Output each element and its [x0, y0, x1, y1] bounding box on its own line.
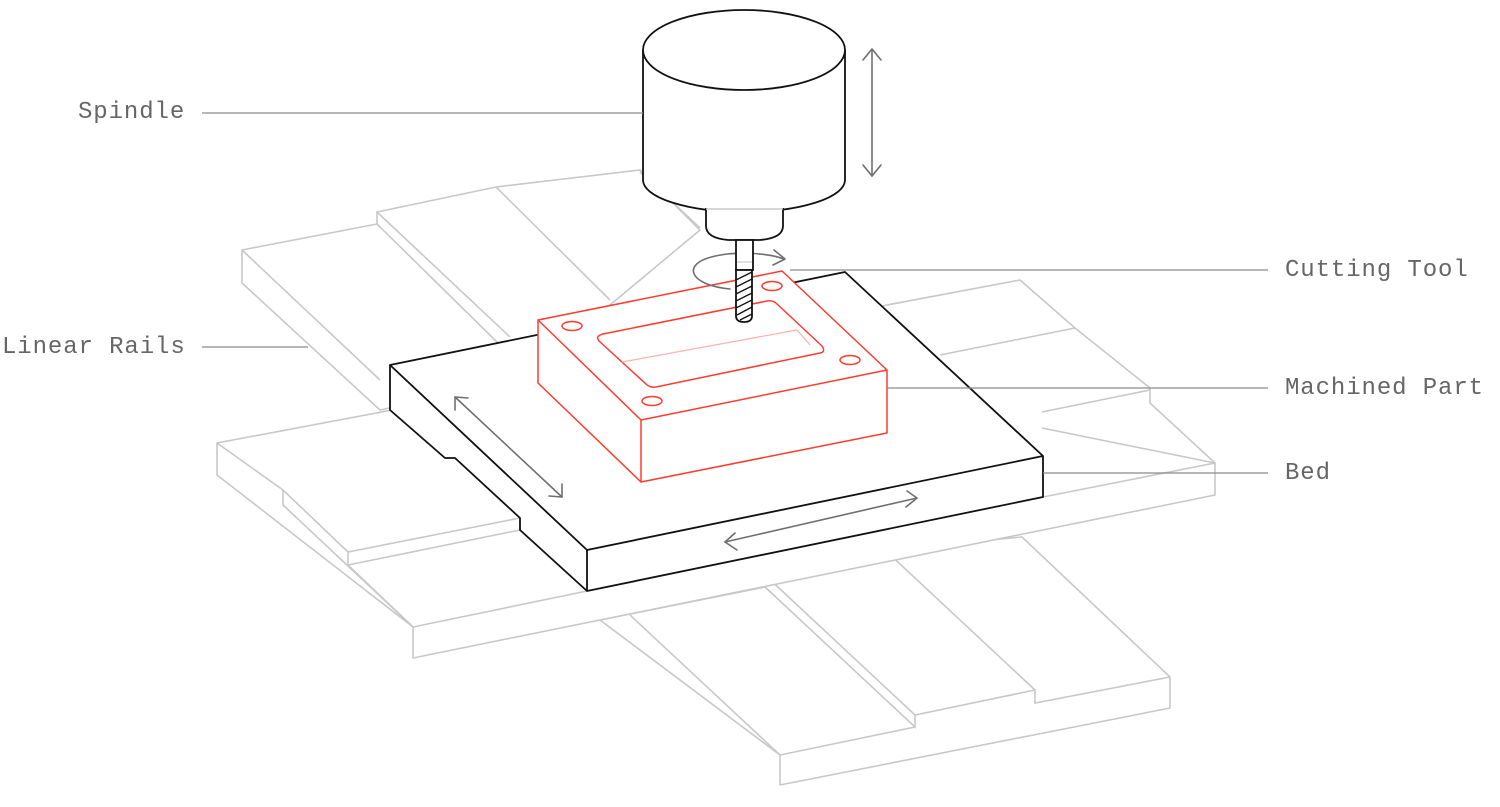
- mounting-hole: [839, 354, 861, 366]
- spindle-z-arrow-icon: [862, 48, 882, 177]
- bed-x-arrow-icon: [724, 490, 918, 551]
- label-linear-rails: Linear Rails: [2, 334, 186, 361]
- linear-rails-y: [241, 169, 1171, 786]
- spindle: [642, 9, 846, 241]
- cutting-tool: [735, 239, 754, 323]
- label-spindle: Spindle: [78, 99, 186, 126]
- bed-y-arrow-icon: [454, 396, 563, 498]
- label-cutting-tool: Cutting Tool: [1285, 257, 1469, 284]
- label-machined-part: Machined Part: [1285, 375, 1484, 402]
- mounting-hole: [761, 280, 783, 292]
- rotation-arrow-icon: [692, 252, 785, 290]
- mounting-hole: [641, 395, 663, 407]
- label-bed: Bed: [1285, 460, 1331, 487]
- machined-part: [537, 270, 888, 483]
- mounting-hole: [561, 320, 583, 332]
